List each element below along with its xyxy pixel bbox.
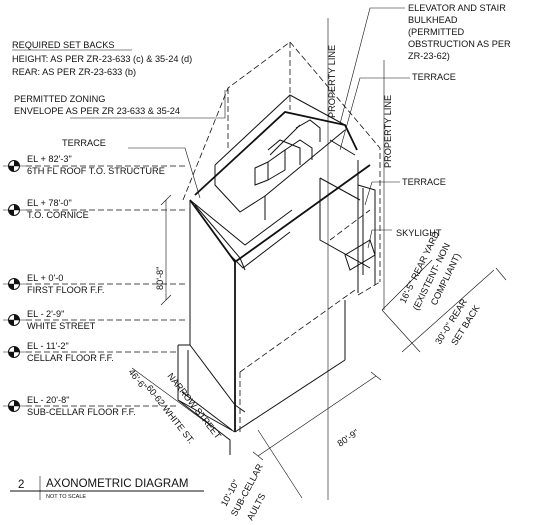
elevation-marker-cellar: EL - 11'-2" CELLAR FLOOR F.F. bbox=[3, 341, 178, 363]
depth-dimension-label: 80'-9" bbox=[336, 427, 361, 448]
elevation-value: EL - 2'-9" bbox=[27, 309, 64, 319]
elevation-name: T.O. CORNICE bbox=[27, 210, 89, 220]
drawing-number: 2 bbox=[18, 479, 24, 491]
elevation-name: CELLAR FLOOR F.F. bbox=[27, 353, 114, 363]
elevation-value: EL + 0'-0 bbox=[27, 273, 63, 283]
bulkhead-note: ELEVATOR AND STAIR BULKHEAD (PERMITTED O… bbox=[408, 3, 511, 61]
drawing-scale: NOT TO SCALE bbox=[46, 494, 86, 500]
height-dimension-label: 80'-8" bbox=[155, 267, 165, 290]
bulkhead-line-4: OBSTRUCTION AS PER bbox=[408, 39, 511, 49]
elevation-marker-first-floor: EL + 0'-0 FIRST FLOOR F.F. bbox=[3, 273, 185, 295]
bulkhead-line-5: ZR-23-62) bbox=[408, 51, 450, 61]
setbacks-line-1: HEIGHT: AS PER ZR-23-633 (c) & 35-24 (d) bbox=[12, 54, 192, 64]
elevation-value: EL + 82'-3" bbox=[27, 154, 72, 164]
elevation-value: EL - 20'-8" bbox=[27, 395, 69, 405]
elevation-value: EL - 11'-2" bbox=[27, 341, 69, 351]
elevation-name: 6TH FL ROOF T.O. STRUCTURE bbox=[27, 166, 165, 176]
street-label: NARROW STREET 60-62 WHITE ST. bbox=[144, 371, 223, 445]
drawing-title: AXONOMETRIC DIAGRAM bbox=[46, 478, 188, 490]
elevation-name: FIRST FLOOR F.F. bbox=[27, 285, 104, 295]
skylight-label: SKYLIGHT bbox=[396, 228, 442, 238]
property-line-label-1: PROPERTY LINE bbox=[327, 45, 337, 118]
elevation-markers: EL + 82'-3" 6TH FL ROOF T.O. STRUCTURE E… bbox=[3, 154, 188, 417]
setbacks-heading: REQUIRED SET BACKS bbox=[12, 40, 114, 50]
elevation-name: SUB-CELLAR FLOOR F.F. bbox=[27, 407, 136, 417]
height-dimension: 80'-8" bbox=[155, 194, 172, 306]
envelope-line-2: ENVELOPE AS PER ZR 23-633 & 35-24 bbox=[14, 106, 180, 116]
elevation-marker-cornice: EL + 78'-0" T.O. CORNICE bbox=[3, 198, 185, 220]
terrace-right-label: TERRACE bbox=[402, 177, 446, 187]
setbacks-line-2: REAR: AS PER ZR-23-633 (b) bbox=[12, 67, 136, 77]
terrace-left-label: TERRACE bbox=[62, 138, 106, 148]
property-line-label-2: PROPERTY LINE bbox=[383, 95, 393, 168]
bulkhead-line-2: BULKHEAD bbox=[408, 15, 458, 25]
envelope-line-1: PERMITTED ZONING bbox=[14, 94, 105, 104]
property-lines: PROPERTY LINE PROPERTY LINE bbox=[327, 18, 393, 500]
leader-lines bbox=[70, 7, 410, 249]
elevation-marker-white-street: EL - 2'-9" WHITE STREET bbox=[3, 309, 185, 331]
required-setbacks-note: REQUIRED SET BACKS HEIGHT: AS PER ZR-23-… bbox=[12, 40, 192, 77]
vault-dimension: 10'-10" SUB-CELLAR AULTS bbox=[219, 429, 303, 522]
terrace-top-label: TERRACE bbox=[412, 72, 456, 82]
title-block: 2 AXONOMETRIC DIAGRAM NOT TO SCALE bbox=[10, 476, 204, 500]
elevation-marker-sub-cellar: EL - 20'-8" SUB-CELLAR FLOOR F.F. bbox=[3, 395, 178, 417]
elevation-marker-6th-roof: EL + 82'-3" 6TH FL ROOF T.O. STRUCTURE bbox=[3, 154, 188, 176]
elevation-name: WHITE STREET bbox=[27, 321, 96, 331]
bulkhead-line-1: ELEVATOR AND STAIR bbox=[408, 3, 506, 13]
building-linework bbox=[177, 41, 381, 455]
bulkhead-line-3: (PERMITTED bbox=[408, 27, 465, 37]
zoning-envelope-note: PERMITTED ZONING ENVELOPE AS PER ZR 23-6… bbox=[14, 94, 180, 116]
depth-dimension: 80'-9" bbox=[252, 371, 382, 461]
elevation-value: EL + 78'-0" bbox=[27, 198, 72, 208]
